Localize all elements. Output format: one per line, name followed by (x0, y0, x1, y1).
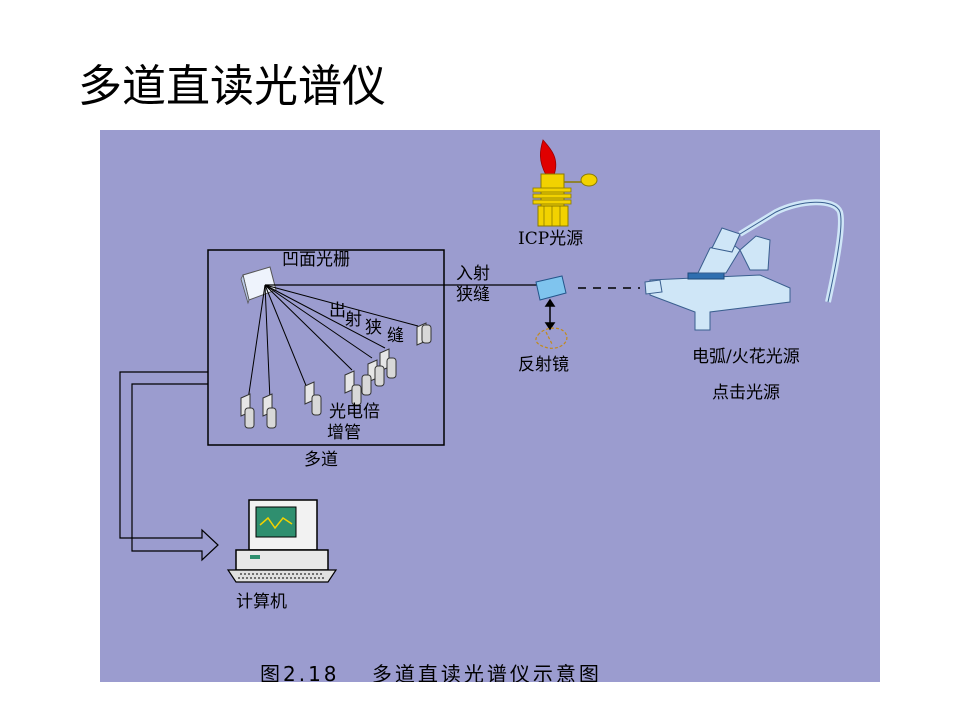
icp-torch (532, 139, 598, 227)
diagram-panel: 凹面光栅 入射 狭缝 出 射 狭 缝 光电倍 增管 多道 ICP光源 反射镜 电… (100, 130, 880, 682)
page-title: 多道直读光谱仪 (78, 61, 386, 112)
exit-slit-label-she: 射 (345, 310, 362, 330)
exit-slit-label-feng: 缝 (387, 326, 404, 346)
multichannel-label: 多道 (304, 450, 338, 470)
mirror-movement-arrow (544, 298, 556, 331)
arc-spark-source-label: 电弧/火花光源 (692, 347, 800, 367)
spark-stand (644, 199, 844, 331)
grating-label: 凹面光栅 (282, 250, 350, 270)
polychromator-box (207, 249, 445, 446)
photomultiplier-tubes (244, 324, 432, 429)
figure-caption: 图2.18 多道直读光谱仪示意图 (260, 662, 602, 682)
entrance-slit-label-1: 入射 (456, 264, 490, 284)
pmt-label-1: 光电倍 (329, 402, 380, 422)
pmt-label-2: 增管 (327, 423, 361, 443)
spectrometer-diagram (119, 139, 844, 583)
computer-label: 计算机 (236, 592, 287, 612)
reflector-mirror (535, 275, 567, 301)
mirror-label: 反射镜 (518, 355, 569, 375)
diffracted-rays (247, 284, 419, 401)
exit-slit-label-chu: 出 (329, 301, 346, 321)
exit-slit-label-xia: 狭 (365, 318, 382, 338)
signal-flow-arrow (119, 371, 219, 562)
entrance-slit-label-2: 狭缝 (456, 285, 490, 305)
icp-source-label: ICP光源 (518, 229, 584, 249)
computer-icon (226, 499, 338, 583)
mirror-sketch (535, 327, 568, 349)
spark-stand-label: 点击光源 (712, 383, 780, 403)
